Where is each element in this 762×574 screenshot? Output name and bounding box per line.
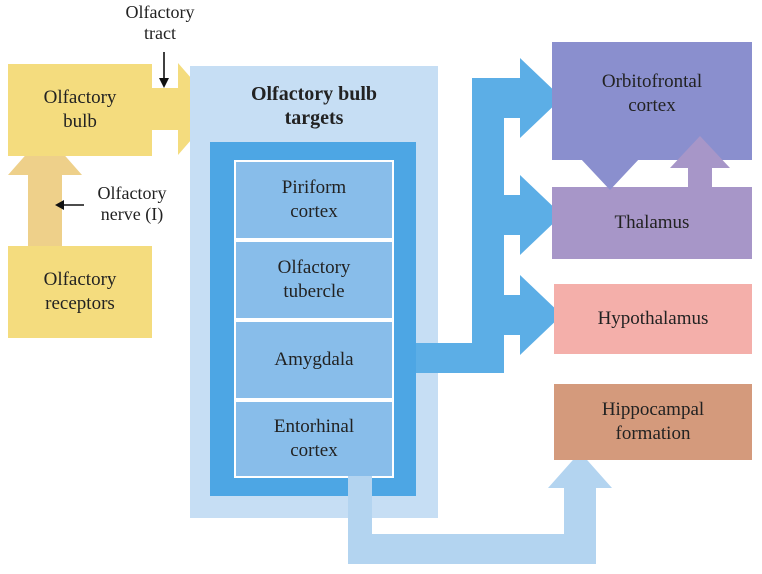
piriform-cell xyxy=(236,162,392,238)
targets-title: Olfactory bulb targets xyxy=(250,83,378,129)
target-tubercle: Olfactory tubercle xyxy=(277,257,351,302)
thalamus-up-arrow xyxy=(670,136,730,200)
tract-arrow xyxy=(150,63,218,155)
olfactory-nerve-label: Olfactory nerve (I) xyxy=(97,183,167,224)
tract-pointer-head xyxy=(159,78,169,88)
tubercle-cell xyxy=(236,242,392,318)
nerve-pointer-head xyxy=(55,200,64,210)
olfactory-tract-label: Olfactory tract xyxy=(125,2,195,43)
orbitofrontal-label: Orbitofrontal cortex xyxy=(601,71,703,116)
hippocampal-box xyxy=(554,384,752,460)
olfactory-receptors-box xyxy=(8,246,152,338)
entorhinal-cell xyxy=(236,402,392,476)
output-arrow-branch xyxy=(416,58,562,373)
thalamus-label: Thalamus xyxy=(614,212,690,233)
target-amygdala: Amygdala xyxy=(274,349,354,370)
thalamus-box xyxy=(552,187,752,259)
amygdala-cell xyxy=(236,322,392,398)
olfactory-receptors-label: Olfactory receptors xyxy=(43,269,117,314)
target-entorhinal: Entorhinal cortex xyxy=(273,416,355,461)
olfactory-bulb-label: Olfactory bulb xyxy=(43,87,117,132)
orbito-down-arrow xyxy=(580,140,640,190)
orbitofrontal-box xyxy=(552,42,752,160)
olfactory-bulb-box xyxy=(8,64,152,156)
hypothalamus-box xyxy=(554,284,752,354)
hippocampal-arrow xyxy=(348,452,612,564)
target-piriform: Piriform cortex xyxy=(281,177,347,222)
nerve-arrow xyxy=(8,133,82,258)
hippocampal-label: Hippocampal formation xyxy=(601,399,705,444)
hypothalamus-label: Hypothalamus xyxy=(597,308,709,329)
